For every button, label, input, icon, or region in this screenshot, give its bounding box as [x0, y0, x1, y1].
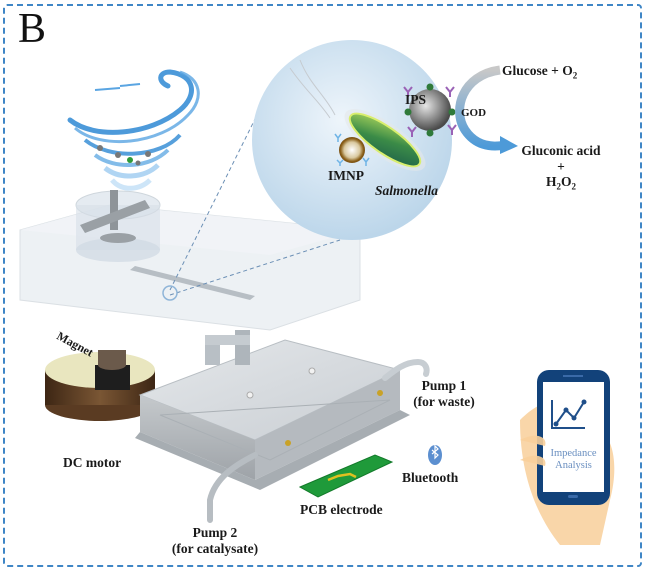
phone-screen-line2: Analysis: [555, 460, 592, 472]
bluetooth-label: Bluetooth: [402, 470, 459, 485]
inset-magnified-view: [252, 40, 457, 240]
product-gluconic-acid: Gluconic acid: [521, 143, 601, 158]
pcb-electrode-label: PCB electrode: [300, 502, 383, 517]
pump2-line1: Pump 2: [192, 525, 238, 540]
god-label: GOD: [461, 107, 487, 119]
reaction-arrowhead-icon: [500, 136, 518, 154]
line-chart-icon: [551, 399, 587, 429]
pump1-label: Pump 1 (for waste): [408, 378, 480, 409]
pump2-label: Pump 2 (for catalysate): [160, 525, 270, 556]
imnp-particle-icon: [334, 133, 370, 166]
upper-chamber-block: [19, 190, 361, 331]
h2o2-h: H: [545, 174, 557, 190]
product-plus: +: [557, 158, 565, 174]
salmonella-label: Salmonella: [375, 183, 439, 198]
h2o2-o: O: [561, 174, 572, 190]
pump1-tube-icon: [382, 358, 430, 381]
phone-screen-text: Impedance Analysis: [543, 448, 604, 472]
figure-frame: [3, 4, 642, 567]
pump1-line2: (for waste): [413, 393, 475, 409]
ips-particle-icon: [403, 83, 457, 137]
panel-letter: B: [18, 6, 47, 52]
salmonella-bacterium-icon: [344, 109, 426, 171]
pcb-electrode-icon: [298, 454, 394, 498]
product-h2o2: H2O2: [511, 174, 611, 192]
reactant-subscript: 2: [572, 70, 578, 81]
smartphone-hand-icon: [520, 370, 615, 545]
zoom-line-right: [169, 239, 341, 296]
pump1-line1: Pump 1: [421, 378, 467, 393]
pump2-tube-icon: [207, 452, 258, 523]
lower-device-block: [135, 330, 410, 490]
h2o2-sub1: 2: [556, 181, 562, 192]
h2o2-sub2: 2: [571, 181, 577, 192]
reaction-arrow-icon: [455, 65, 506, 151]
product-label: Gluconic acid + H2O2: [511, 143, 611, 192]
pump2-line2: (for catalysate): [171, 540, 259, 556]
reactant-label: Glucose + O2: [502, 63, 577, 81]
zoom-origin-marker: [162, 285, 178, 301]
imnp-label: IMNP: [328, 168, 364, 183]
dc-motor-label: DC motor: [63, 455, 122, 470]
water-vortex-icon: [67, 69, 200, 191]
bluetooth-icon: [428, 444, 442, 465]
phone-screen-line1: Impedance: [550, 448, 597, 459]
dc-motor-icon: [45, 350, 155, 421]
reactant-text: Glucose + O: [502, 63, 573, 78]
ips-label: IPS: [405, 92, 427, 107]
